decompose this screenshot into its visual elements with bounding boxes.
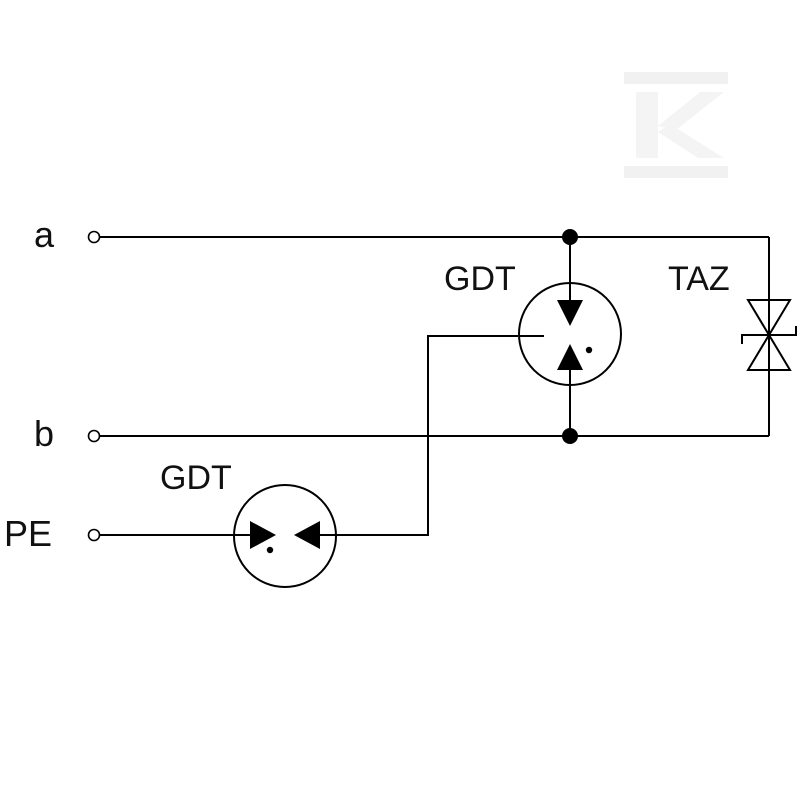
terminal-label-pe: PE	[4, 513, 52, 554]
taz-diode	[741, 299, 797, 371]
gdt-lower	[233, 484, 337, 588]
gdt-upper-label: GDT	[444, 260, 516, 298]
terminal-a	[87, 230, 101, 244]
terminal-label-a: a	[34, 214, 55, 255]
terminal-pe	[87, 528, 101, 542]
gdt-lower-label: GDT	[160, 459, 232, 497]
taz-label: TAZ	[668, 260, 730, 298]
junction-a	[562, 229, 578, 245]
wire-pe-path	[336, 335, 518, 536]
gdt-upper	[518, 282, 622, 386]
junction-b	[562, 428, 578, 444]
terminal-b	[87, 429, 101, 443]
watermark-logo	[624, 72, 728, 178]
terminal-label-b: b	[34, 413, 54, 454]
